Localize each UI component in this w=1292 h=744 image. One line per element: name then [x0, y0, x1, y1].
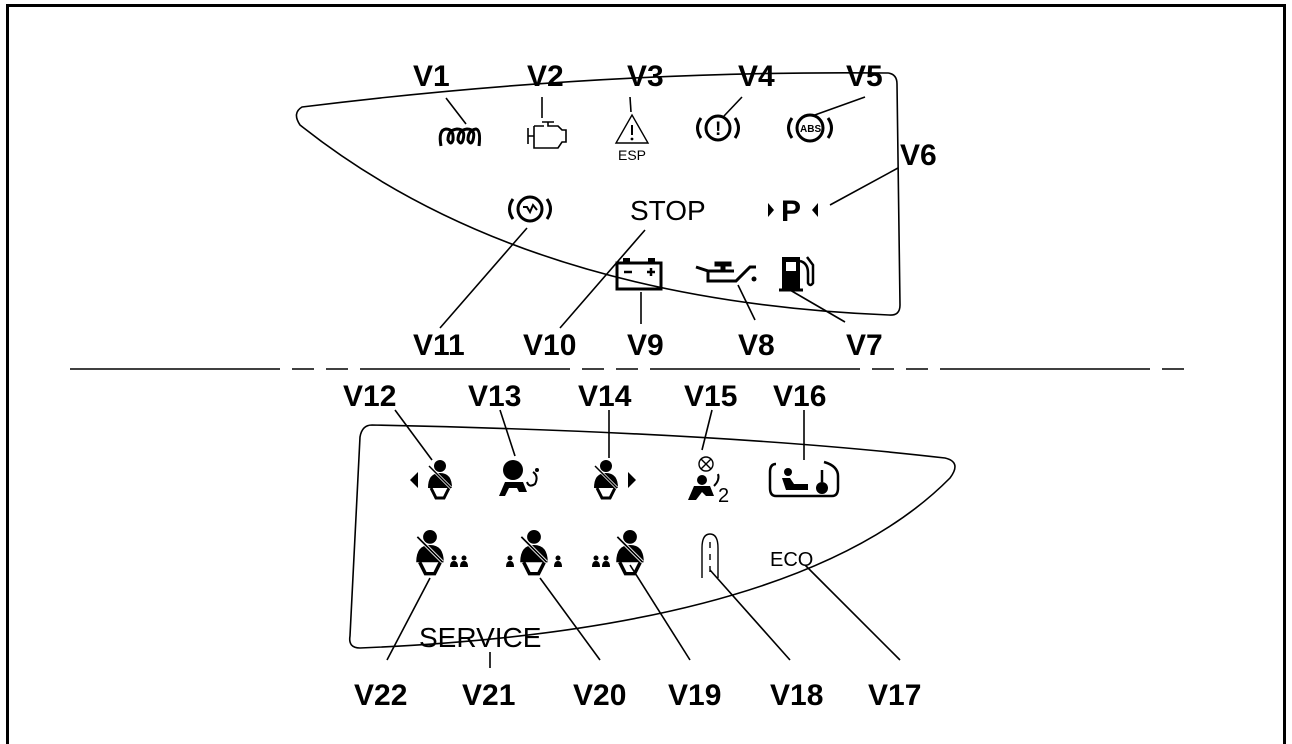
rear-seatbelt-right-icon	[414, 528, 468, 576]
check-engine-icon	[527, 121, 567, 149]
seat-heater-icon	[768, 460, 840, 498]
passenger-airbag-number: 2	[718, 485, 729, 507]
callout-v1: V1	[413, 60, 450, 93]
callout-v9: V9	[627, 329, 664, 362]
esp-warning-icon: ESP	[614, 113, 650, 163]
lower-callouts: V12 V13 V14 V15 V16 V22 V21 V20 V19 V18 …	[343, 380, 921, 712]
lower-leader-lines	[386, 409, 901, 668]
callout-v21: V21	[462, 679, 515, 712]
fuel-pump-icon	[779, 256, 815, 292]
rear-seatbelt-center-icon	[506, 528, 562, 576]
callout-v8: V8	[738, 329, 775, 362]
seatbelt-left-icon	[410, 458, 454, 500]
stop-text: STOP	[630, 195, 706, 226]
seatbelt-right-icon	[592, 458, 636, 500]
callout-v19: V19	[668, 679, 721, 712]
callout-v7: V7	[846, 329, 883, 362]
callout-v17: V17	[868, 679, 921, 712]
frost-warning-icon	[701, 533, 719, 578]
airbag-icon	[499, 460, 539, 496]
upper-leader-lines	[439, 96, 899, 329]
callout-v3: V3	[627, 60, 664, 93]
diagram-frame	[6, 4, 1286, 744]
lower-panel-outline	[348, 424, 956, 649]
upper-panel-outline	[295, 71, 901, 316]
brake-pad-wear-icon	[508, 195, 552, 223]
parking-label: P	[781, 195, 801, 228]
callout-v14: V14	[578, 380, 632, 413]
brake-warning-icon: !	[696, 114, 740, 142]
abs-label: ABS	[800, 124, 821, 135]
callout-v2: V2	[527, 60, 564, 93]
callout-v5: V5	[846, 60, 883, 93]
abs-icon: ABS	[787, 113, 833, 143]
callout-v6: V6	[900, 139, 937, 172]
parking-sensor-icon: P	[768, 195, 818, 228]
upper-callouts: V1 V2 V3 V4 V5 V6 V11 V10 V9 V8 V7	[413, 60, 937, 362]
callout-v18: V18	[770, 679, 823, 712]
callout-v10: V10	[523, 329, 576, 362]
callout-v22: V22	[354, 679, 407, 712]
callout-v11: V11	[413, 329, 465, 362]
eco-text: ECO	[770, 549, 813, 571]
service-text: SERVICE	[419, 622, 541, 653]
battery-icon	[615, 258, 663, 291]
callout-v15: V15	[684, 380, 737, 413]
callout-v16: V16	[773, 380, 826, 413]
glow-plug-icon	[438, 127, 482, 147]
brake-exclaim: !	[715, 119, 721, 140]
callout-v12: V12	[343, 380, 396, 413]
oil-pressure-icon	[695, 261, 757, 283]
esp-label: ESP	[618, 147, 646, 163]
rear-seatbelt-left-icon	[592, 528, 646, 576]
callout-v20: V20	[573, 679, 626, 712]
passenger-airbag-off-icon: 2	[688, 456, 729, 507]
callout-v4: V4	[738, 60, 775, 93]
callout-v13: V13	[468, 380, 521, 413]
